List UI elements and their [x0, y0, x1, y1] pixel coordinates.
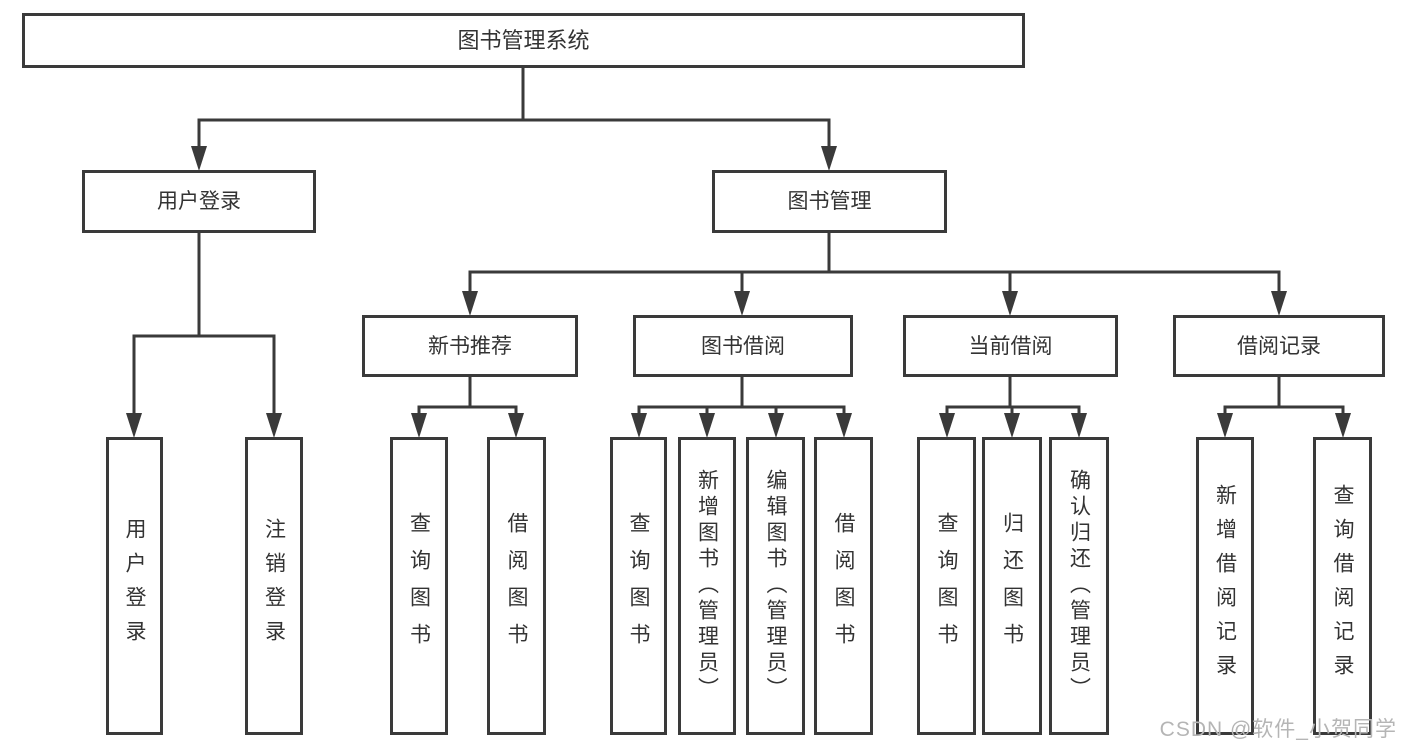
node-label: 新增借阅记录: [1213, 484, 1237, 688]
node-label: 归还图书: [1000, 512, 1024, 660]
node-book-management: 图书管理: [712, 170, 947, 233]
node-new-book-recommend: 新书推荐: [362, 315, 578, 377]
node-borrow-record: 借阅记录: [1173, 315, 1385, 377]
node-label: 图书管理系统: [457, 27, 590, 53]
leaf-add-borrow-record: 新增借阅记录: [1196, 437, 1254, 735]
leaf-logout: 注销登录: [245, 437, 303, 735]
node-current-borrow: 当前借阅: [903, 315, 1118, 377]
node-label: 借阅图书: [505, 512, 528, 660]
node-label: 借阅记录: [1237, 334, 1321, 358]
node-label: 当前借阅: [968, 334, 1053, 358]
leaf-borrow-books-2: 借阅图书: [814, 437, 873, 735]
leaf-user-login: 用户登录: [106, 437, 163, 735]
node-label: 用户登录: [123, 518, 146, 654]
leaf-query-books-3: 查询图书: [917, 437, 976, 735]
node-label: 编辑图书（管理员）: [764, 469, 787, 703]
node-label: 用户登录: [157, 190, 241, 213]
leaf-add-books-admin: 新增图书（管理员）: [678, 437, 736, 735]
leaf-edit-books-admin: 编辑图书（管理员）: [746, 437, 805, 735]
node-label: 注销登录: [262, 518, 286, 654]
leaf-return-books: 归还图书: [982, 437, 1042, 735]
leaf-borrow-books-1: 借阅图书: [487, 437, 546, 735]
node-label: 新增图书（管理员）: [695, 469, 719, 703]
node-label: 查询图书: [627, 512, 650, 660]
node-label: 查询借阅记录: [1331, 484, 1354, 688]
leaf-query-borrow-record: 查询借阅记录: [1313, 437, 1372, 735]
node-label: 确认归还（管理员）: [1067, 469, 1091, 703]
node-label: 图书管理: [787, 190, 872, 213]
node-label: 图书借阅: [701, 334, 785, 358]
node-label: 借阅图书: [832, 512, 855, 660]
leaf-query-books-2: 查询图书: [610, 437, 667, 735]
node-label: 查询图书: [935, 512, 958, 660]
csdn-watermark: CSDN @软件_小贺同学: [1159, 718, 1397, 741]
node-book-borrow: 图书借阅: [633, 315, 853, 377]
node-user-login: 用户登录: [82, 170, 316, 233]
node-label: 新书推荐: [428, 334, 512, 358]
node-label: 查询图书: [407, 512, 431, 660]
node-library-system: 图书管理系统: [22, 13, 1025, 68]
arrowheads: [126, 146, 1351, 438]
leaf-query-books-1: 查询图书: [390, 437, 448, 735]
leaf-confirm-return-admin: 确认归还（管理员）: [1049, 437, 1109, 735]
